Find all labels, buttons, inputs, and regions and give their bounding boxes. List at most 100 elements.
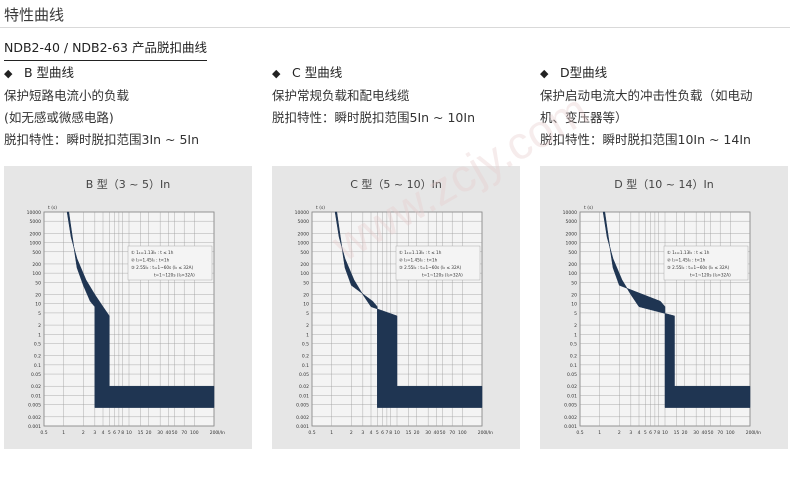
y-tick-label: 0.5	[570, 341, 577, 347]
trip-range-line: 脱扣特性：瞬时脱扣范围5In ~ 10In	[272, 110, 475, 125]
x-tick-label: 30	[693, 430, 699, 436]
curve-heading: D型曲线	[560, 65, 608, 80]
curve-heading: C 型曲线	[292, 65, 343, 80]
y-tick-label: 5000	[298, 219, 310, 225]
trip-curve-chart-b: 100005000200010005002001005020105210.50.…	[27, 205, 225, 436]
y-tick-label: 2	[38, 323, 41, 329]
y-tick-label: 0.002	[28, 415, 41, 421]
legend-box	[663, 245, 749, 281]
curve-b-description: ◆B 型曲线 保护短路电流小的负载 (如无感或微感电路) 脱扣特性：瞬时脱扣范围…	[4, 62, 254, 151]
x-tick-label: 5	[376, 430, 379, 436]
x-tick-label: 30	[425, 430, 431, 436]
y-tick-label: 1000	[298, 241, 310, 247]
legend-box	[395, 245, 481, 281]
curve-c-description: ◆ C 型曲线 保护常规负载和配电线缆 脱扣特性：瞬时脱扣范围5In ~ 10In	[272, 62, 522, 129]
x-tick-label: 4	[638, 430, 641, 436]
y-tick-label: 0.005	[296, 403, 309, 409]
y-tick-label: 500	[300, 250, 309, 256]
trip-band-area	[334, 211, 483, 408]
description-line: 保护启动电流大的冲击性负载（如电动	[540, 88, 753, 103]
legend-entry: ③ 2.55I₀ : t=1~60s (I₀ ≤ 32A)	[131, 265, 193, 270]
y-tick-label: 20	[571, 293, 577, 299]
y-tick-label: 0.2	[570, 354, 577, 360]
x-tick-label: 8	[389, 430, 392, 436]
legend-entry: ① 1₁=1.13I₀ : t ≤ 1h	[399, 250, 442, 255]
x-tick-label: 5	[108, 430, 111, 436]
y-tick-label: 2	[574, 323, 577, 329]
y-tick-label: 0.2	[34, 354, 41, 360]
x-tick-label: 200	[478, 430, 487, 436]
x-tick-label: 1	[598, 430, 601, 436]
y-tick-label: 100	[32, 271, 41, 277]
y-tick-label: 1	[38, 332, 41, 338]
x-tick-label: 3	[93, 430, 96, 436]
x-tick-label: 6	[381, 430, 384, 436]
trip-range-line: 脱扣特性：瞬时脱扣范围3In ~ 5In	[4, 132, 200, 147]
x-tick-label: 0.5	[40, 430, 47, 436]
y-tick-label: 50	[35, 280, 41, 286]
x-tick-label: 70	[717, 430, 723, 436]
trip-curve-chart-d: 100005000200010005002001005020105210.50.…	[563, 205, 761, 436]
x-tick-label: 10	[394, 430, 400, 436]
x-tick-label: 40	[701, 430, 707, 436]
x-tick-label: 5	[644, 430, 647, 436]
y-tick-label: 0.01	[299, 393, 309, 399]
x-tick-label: 2	[82, 430, 85, 436]
y-tick-label: 200	[568, 262, 577, 268]
x-tick-label: 4	[102, 430, 105, 436]
x-tick-label: 15	[674, 430, 680, 436]
legend-entry: ③ 2.55I₀ : t=1~60s (I₀ ≤ 32A)	[667, 265, 729, 270]
y-tick-label: 10000	[295, 210, 309, 216]
y-tick-label: 200	[32, 262, 41, 268]
x-tick-label: 20	[682, 430, 688, 436]
y-axis-unit: t (s)	[48, 205, 57, 211]
chart-title: C 型（5 ~ 10）In	[350, 178, 442, 191]
description-line: 机、变压器等）	[540, 110, 628, 125]
y-tick-label: 20	[303, 293, 309, 299]
x-tick-label: 4	[370, 430, 373, 436]
y-tick-label: 2000	[298, 231, 310, 237]
y-tick-label: 0.05	[567, 372, 577, 378]
x-tick-label: 6	[113, 430, 116, 436]
y-tick-label: 5000	[30, 219, 42, 225]
x-tick-label: 2	[350, 430, 353, 436]
x-tick-label: 20	[146, 430, 152, 436]
y-tick-label: 0.02	[299, 384, 309, 390]
y-tick-label: 0.02	[567, 384, 577, 390]
y-tick-label: 0.02	[31, 384, 41, 390]
legend-box	[127, 245, 213, 281]
x-axis-unit: I/In	[218, 430, 225, 436]
x-tick-label: 7	[117, 430, 120, 436]
y-tick-label: 0.5	[34, 341, 41, 347]
x-tick-label: 15	[138, 430, 144, 436]
trip-range-line: 脱扣特性：瞬时脱扣范围10In ~ 14In	[540, 132, 751, 147]
section-subtitle: NDB2-40 / NDB2-63 产品脱扣曲线	[4, 37, 207, 61]
y-tick-label: 5	[38, 311, 41, 317]
y-tick-label: 0.1	[570, 363, 577, 369]
description-line: 保护常规负载和配电线缆	[272, 88, 410, 103]
x-tick-label: 7	[653, 430, 656, 436]
diamond-bullet-icon: ◆	[272, 67, 281, 80]
y-tick-label: 5000	[566, 219, 578, 225]
y-tick-label: 0.05	[299, 372, 309, 378]
y-tick-label: 100	[300, 271, 309, 277]
y-tick-label: 0.002	[296, 415, 309, 421]
curve-heading: B 型曲线	[24, 65, 75, 80]
x-tick-label: 3	[361, 430, 364, 436]
y-tick-label: 500	[32, 250, 41, 256]
y-tick-label: 10	[571, 302, 577, 308]
x-tick-label: 40	[433, 430, 439, 436]
legend-entry: ① 1₁=1.13I₀ : t ≤ 1h	[131, 250, 174, 255]
x-tick-label: 200	[210, 430, 219, 436]
trip-curve-chart-c: 100005000200010005002001005020105210.50.…	[295, 205, 493, 436]
x-tick-label: 1	[330, 430, 333, 436]
y-tick-label: 50	[303, 280, 309, 286]
y-tick-label: 100	[568, 271, 577, 277]
chart-title: D 型（10 ~ 14）In	[614, 178, 714, 191]
x-tick-label: 100	[458, 430, 467, 436]
x-tick-label: 50	[440, 430, 446, 436]
y-tick-label: 0.05	[31, 372, 41, 378]
